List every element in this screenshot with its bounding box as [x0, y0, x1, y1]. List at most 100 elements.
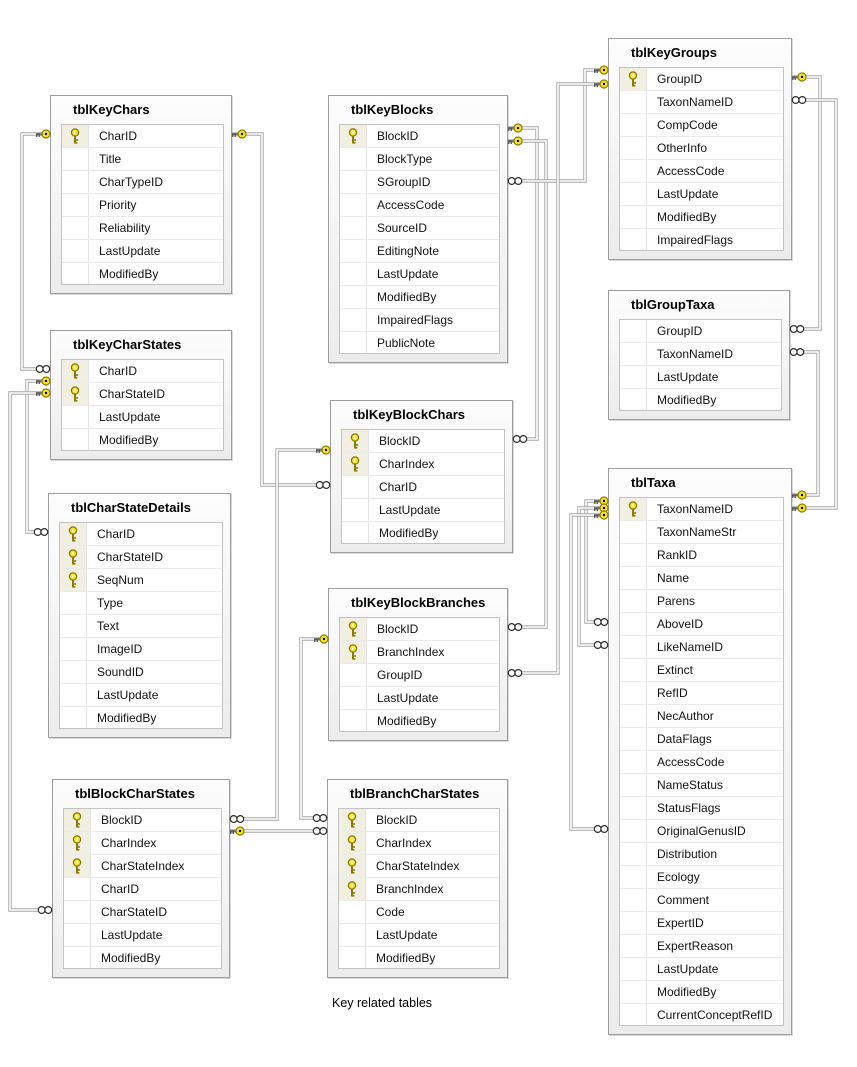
field-row[interactable]: LastUpdate — [340, 263, 499, 286]
field-row[interactable]: BlockID — [342, 430, 504, 453]
relationship-tbltaxa-to-tbltaxa-aboveid[interactable] — [584, 496, 609, 627]
field-row[interactable]: TaxonNameStr — [620, 521, 783, 544]
field-row[interactable]: ModifiedBy — [62, 263, 223, 284]
field-row[interactable]: GroupID — [340, 664, 499, 687]
field-row[interactable]: NecAuthor — [620, 705, 783, 728]
field-row[interactable]: DataFlags — [620, 728, 783, 751]
relationship-tblkeyblocks-to-tblkeyblockbranches[interactable] — [507, 136, 548, 632]
table-title[interactable]: tblKeyBlockBranches — [351, 595, 486, 610]
field-row[interactable]: NameStatus — [620, 774, 783, 797]
relationship-tblkeygroups-to-tblkeyblocks[interactable] — [507, 65, 609, 186]
field-row[interactable]: ModifiedBy — [620, 389, 781, 410]
field-row[interactable]: CharID — [60, 523, 222, 546]
relationship-tblkeygroups-to-tblgrouptaxa[interactable] — [789, 72, 822, 334]
field-row[interactable]: SoundID — [60, 661, 222, 684]
field-row[interactable]: Title — [62, 148, 223, 171]
relationship-tblkeycharstates-to-tblblockcharstates[interactable] — [8, 388, 53, 915]
field-row[interactable]: AccessCode — [620, 751, 783, 774]
field-row[interactable]: AccessCode — [620, 160, 783, 183]
table-title[interactable]: tblGroupTaxa — [631, 297, 715, 312]
field-row[interactable]: GroupID — [620, 68, 783, 91]
field-row[interactable]: Name — [620, 567, 783, 590]
field-row[interactable]: TaxonNameID — [620, 343, 781, 366]
field-row[interactable]: LastUpdate — [60, 684, 222, 707]
field-row[interactable]: OtherInfo — [620, 137, 783, 160]
relationship-tblkeyblockchars-to-tblblockcharstates[interactable] — [229, 445, 331, 824]
field-row[interactable]: CharStateID — [60, 546, 222, 569]
field-row[interactable]: StatusFlags — [620, 797, 783, 820]
relationship-tbltaxa-to-tbltaxa-originalgenusid[interactable] — [569, 510, 609, 834]
field-row[interactable]: CharIndex — [342, 453, 504, 476]
field-row[interactable]: LastUpdate — [620, 183, 783, 206]
field-row[interactable]: AccessCode — [340, 194, 499, 217]
field-row[interactable]: BlockID — [340, 125, 499, 148]
relationship-tblblockcharstates-to-tblbranchcharstates[interactable] — [230, 826, 328, 836]
field-row[interactable]: CharID — [64, 878, 221, 901]
field-row[interactable]: CharStateIndex — [339, 855, 499, 878]
field-row[interactable]: Comment — [620, 889, 783, 912]
field-row[interactable]: GroupID — [620, 320, 781, 343]
field-row[interactable]: Code — [339, 901, 499, 924]
field-row[interactable]: LastUpdate — [62, 240, 223, 263]
field-row[interactable]: ModifiedBy — [620, 981, 783, 1004]
field-row[interactable]: PublicNote — [340, 332, 499, 353]
field-row[interactable]: RefID — [620, 682, 783, 705]
table-title[interactable]: tblTaxa — [631, 475, 676, 490]
relationship-tbltaxa-to-tblkeygroups[interactable] — [791, 95, 838, 513]
table-title[interactable]: tblKeyBlocks — [351, 102, 434, 117]
field-row[interactable]: BranchIndex — [339, 878, 499, 901]
field-row[interactable]: Text — [60, 615, 222, 638]
field-row[interactable]: Extinct — [620, 659, 783, 682]
field-row[interactable]: LikeNameID — [620, 636, 783, 659]
field-row[interactable]: SeqNum — [60, 569, 222, 592]
field-row[interactable]: CharStateIndex — [64, 855, 221, 878]
relationship-tbltaxa-to-tblgrouptaxa[interactable] — [789, 347, 820, 500]
field-row[interactable]: BlockID — [339, 809, 499, 832]
field-row[interactable]: RankID — [620, 544, 783, 567]
field-row[interactable]: ImpairedFlags — [340, 309, 499, 332]
field-row[interactable]: LastUpdate — [339, 924, 499, 947]
field-row[interactable]: ModifiedBy — [62, 429, 223, 450]
field-row[interactable]: Distribution — [620, 843, 783, 866]
field-row[interactable]: CurrentConceptRefID — [620, 1004, 783, 1025]
field-row[interactable]: OriginalGenusID — [620, 820, 783, 843]
field-row[interactable]: TaxonNameID — [620, 498, 783, 521]
field-row[interactable]: LastUpdate — [620, 366, 781, 389]
table-title[interactable]: tblKeyChars — [73, 102, 150, 117]
field-row[interactable]: Parens — [620, 590, 783, 613]
relationship-tblkeychars-to-tblkeyblockchars[interactable] — [232, 129, 331, 490]
field-row[interactable]: ExpertReason — [620, 935, 783, 958]
field-row[interactable]: ExpertID — [620, 912, 783, 935]
field-row[interactable]: Reliability — [62, 217, 223, 240]
relationship-tblkeyblockbranches-to-tblbranchcharstates[interactable] — [299, 634, 329, 823]
field-row[interactable]: CharID — [62, 360, 223, 383]
field-row[interactable]: Ecology — [620, 866, 783, 889]
field-row[interactable]: LastUpdate — [64, 924, 221, 947]
field-row[interactable]: LastUpdate — [342, 499, 504, 522]
field-row[interactable]: ModifiedBy — [342, 522, 504, 543]
field-row[interactable]: CharIndex — [339, 832, 499, 855]
field-row[interactable]: BranchIndex — [340, 641, 499, 664]
field-row[interactable]: CharStateID — [64, 901, 221, 924]
table-title[interactable]: tblKeyCharStates — [73, 337, 182, 352]
field-row[interactable]: Type — [60, 592, 222, 615]
field-row[interactable]: CharIndex — [64, 832, 221, 855]
field-row[interactable]: ModifiedBy — [620, 206, 783, 229]
relationship-tblkeygroups-to-tblkeyblockbranches[interactable] — [507, 79, 609, 678]
field-row[interactable]: ModifiedBy — [64, 947, 221, 968]
field-row[interactable]: LastUpdate — [620, 958, 783, 981]
field-row[interactable]: BlockID — [64, 809, 221, 832]
relationship-tblkeyblocks-to-tblkeyblockchars[interactable] — [508, 123, 539, 444]
field-row[interactable]: SGroupID — [340, 171, 499, 194]
field-row[interactable]: CharID — [342, 476, 504, 499]
field-row[interactable]: ModifiedBy — [60, 707, 222, 728]
field-row[interactable]: LastUpdate — [62, 406, 223, 429]
field-row[interactable]: BlockType — [340, 148, 499, 171]
